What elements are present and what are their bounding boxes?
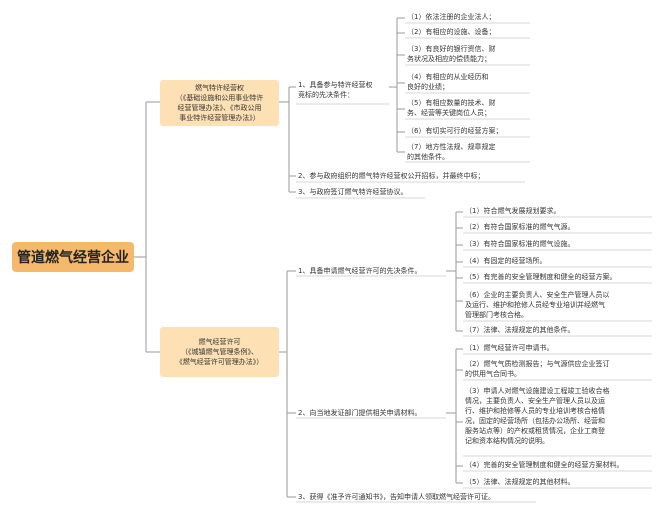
franchise-item-4: （4）有相应的从业经历和 良好的业绩； bbox=[407, 72, 488, 92]
franchise-item-4-line-1: （4）有相应的从业经历和 bbox=[407, 73, 489, 81]
franchise-item-6-line-1: （6）有切实可行的经营方案； bbox=[407, 127, 503, 135]
franchise-item-1: （1）依法注册的企业法人； bbox=[407, 12, 495, 22]
franchise-q1-label: 1、具备参与特许经营权 竞标的先决条件： bbox=[298, 80, 372, 100]
license-cond-item-6: （6）企业的主要负责人、安全生产管理人员以 及运行、维护和抢修人员经专业培训并经… bbox=[465, 290, 609, 320]
license-cond-item-2: （2）有符合国家标准的燃气气源。 bbox=[465, 222, 574, 232]
license-cond-item-3: （3）有符合国家标准的燃气设施。 bbox=[465, 239, 574, 249]
franchise-item-3-line-1: （3）有良好的银行资信、财 bbox=[407, 45, 496, 53]
franchise-item-5: （5）有相应数量的技术、财 务、经营等关键岗位人员； bbox=[407, 98, 495, 118]
license-doc-item-3-line-5: 服务站点等）的产权或租赁情况，企业工商登 bbox=[465, 427, 605, 435]
license-cond-item-2-line-1: （2）有符合国家标准的燃气气源。 bbox=[465, 223, 575, 231]
franchise-q2-label: 2、参与政府组织的燃气特许经营权公开招标，并最终中标； bbox=[298, 172, 485, 180]
license-doc-item-3-line-6: 记和资本结构情况的说明。 bbox=[465, 437, 549, 445]
license-cond-item-7-line-1: （7）法律、法规规定的其他条件。 bbox=[465, 326, 575, 334]
license-doc-item-2: （2）燃气气质检测报告；与气源供应企业签订 的供用气合同书。 bbox=[465, 359, 609, 379]
franchise-item-5-line-1: （5）有相应数量的技术、财 bbox=[407, 99, 496, 107]
franchise-item-7-line-1: （7）地方性法规、规章规定 bbox=[407, 143, 496, 151]
topic-franchise-line-2: （《基础设施和公用事业特许 bbox=[175, 94, 264, 102]
root-node: 管道燃气经营企业 bbox=[12, 242, 134, 272]
topic-franchise-line-1: 燃气特许经营权 bbox=[195, 84, 244, 92]
license-q1-label: 1、具备申请燃气经营许可的先决条件。 bbox=[298, 267, 422, 275]
license-cond-item-4: （4）有固定的经营场所。 bbox=[465, 256, 546, 266]
license-doc-item-3-line-3: 行、维护和抢修等人员的专业培训考核合格情 bbox=[465, 407, 605, 415]
license-doc-item-5: （5）法律、法规规定的其他材料。 bbox=[465, 477, 574, 487]
franchise-item-3: （3）有良好的银行资信、财 务状况及相应的偿债能力； bbox=[407, 44, 495, 64]
topic-license-line-2: （《城镇燃气管理条例》、 bbox=[181, 348, 258, 356]
license-cond-item-6-line-2: 及运行、维护和抢修人员经专业培训并经燃气 bbox=[465, 301, 605, 309]
topic-license: 燃气经营许可 （《城镇燃气管理条例》、 《燃气经营许可管理办法》） bbox=[160, 327, 279, 377]
license-doc-item-3-line-4: 况，固定的经营场所（包括办公场所、经营和 bbox=[465, 417, 605, 425]
topic-license-line-3: 《燃气经营许可管理办法》） bbox=[175, 358, 264, 366]
franchise-q1-line-2: 竞标的先决条件： bbox=[298, 91, 354, 99]
license-doc-item-4-line-1: （4）完善的安全管理制度和健全的经营方案材料。 bbox=[465, 461, 624, 469]
license-doc-item-2-line-2: 的供用气合同书。 bbox=[465, 370, 521, 378]
license-cond-item-4-line-1: （4）有固定的经营场所。 bbox=[465, 257, 547, 265]
license-cond-item-5: （5）有完善的安全管理制度和健全的经营方案。 bbox=[465, 272, 616, 282]
franchise-item-7-line-2: 的其他条件。 bbox=[407, 153, 449, 161]
topic-license-line-1: 燃气经营许可 bbox=[198, 338, 241, 346]
license-doc-item-1: （1）燃气经营许可申请书。 bbox=[465, 343, 553, 353]
license-doc-item-3-line-2: 情况，主要负责人、安全生产管理人员以及运 bbox=[465, 397, 605, 405]
franchise-item-3-line-2: 务状况及相应的偿债能力； bbox=[407, 55, 491, 63]
franchise-item-4-line-2: 良好的业绩； bbox=[407, 83, 449, 91]
license-cond-item-7: （7）法律、法规规定的其他条件。 bbox=[465, 325, 574, 335]
franchise-item-7: （7）地方性法规、规章规定 的其他条件。 bbox=[407, 142, 495, 162]
franchise-item-6: （6）有切实可行的经营方案； bbox=[407, 126, 502, 136]
franchise-item-5-line-2: 务、经营等关键岗位人员； bbox=[407, 109, 491, 117]
license-doc-item-3-line-1: （3）申请人对燃气设施建设工程竣工验收合格 bbox=[465, 387, 610, 395]
license-doc-item-1-line-1: （1）燃气经营许可申请书。 bbox=[465, 344, 554, 352]
license-doc-item-5-line-1: （5）法律、法规规定的其他材料。 bbox=[465, 478, 575, 486]
license-doc-item-4: （4）完善的安全管理制度和健全的经营方案材料。 bbox=[465, 460, 623, 470]
license-cond-item-6-line-1: （6）企业的主要负责人、安全生产管理人员以 bbox=[465, 291, 610, 299]
license-cond-item-6-line-3: 管理部门考核合格。 bbox=[465, 311, 528, 319]
license-cond-item-5-line-1: （5）有完善的安全管理制度和健全的经营方案。 bbox=[465, 273, 617, 281]
franchise-item-2: （2）有相应的设施、设备； bbox=[407, 27, 495, 37]
franchise-item-1-line-1: （1）依法注册的企业法人； bbox=[407, 13, 496, 21]
franchise-q1-line-1: 1、具备参与特许经营权 bbox=[298, 81, 373, 89]
franchise-item-2-line-1: （2）有相应的设施、设备； bbox=[407, 28, 496, 36]
license-cond-item-1-line-1: （1）符合燃气发展规划要求。 bbox=[465, 207, 561, 215]
license-q2-label: 2、向当地发证部门提供相关申请材料。 bbox=[298, 409, 422, 417]
license-doc-item-2-line-1: （2）燃气气质检测报告；与气源供应企业签订 bbox=[465, 360, 610, 368]
license-cond-item-1: （1）符合燃气发展规划要求。 bbox=[465, 206, 560, 216]
license-cond-item-3-line-1: （3）有符合国家标准的燃气设施。 bbox=[465, 240, 575, 248]
franchise-q3-label: 3、与政府签订燃气特许经营协议。 bbox=[298, 188, 408, 196]
license-q3-label: 3、获得《准予许可通知书》，告知申请人领取燃气经营许可证。 bbox=[298, 493, 495, 501]
topic-franchise-line-4: 事业特许经营管理办法》） bbox=[179, 114, 260, 122]
topic-franchise: 燃气特许经营权 （《基础设施和公用事业特许 经营管理办法》、《市政公用 事业特许… bbox=[160, 80, 279, 126]
topic-franchise-line-3: 经营管理办法》、《市政公用 bbox=[177, 104, 262, 112]
license-doc-item-3: （3）申请人对燃气设施建设工程竣工验收合格 情况，主要负责人、安全生产管理人员以… bbox=[465, 386, 609, 446]
